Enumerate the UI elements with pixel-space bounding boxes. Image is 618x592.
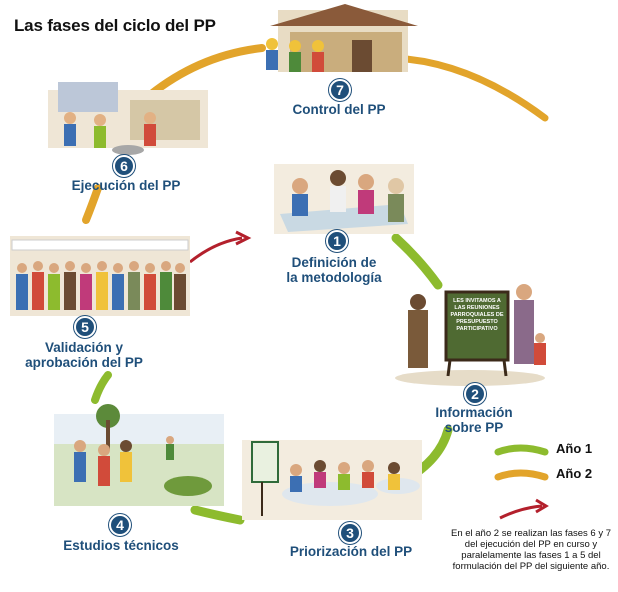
illustration-validacion bbox=[10, 236, 190, 316]
illustration-informacion bbox=[395, 284, 546, 386]
phase-6-label: Ejecución del PP bbox=[71, 178, 181, 193]
illustration-control bbox=[266, 4, 418, 72]
legend-swatch-year1 bbox=[494, 444, 549, 456]
phase-5-label: Validación y aprobación del PP bbox=[25, 340, 143, 370]
legend-swatch-year2 bbox=[494, 469, 549, 481]
phase-3-badge: 3 bbox=[339, 522, 361, 544]
arrow-red-cycle bbox=[189, 236, 243, 264]
phase-3-label: Priorización del PP bbox=[289, 544, 413, 559]
legend-arrow-swatch-head bbox=[535, 498, 549, 514]
arrow-red-cycle-head bbox=[235, 230, 252, 246]
arc-year2-top-right bbox=[391, 54, 549, 122]
diagram-title: Las fases del ciclo del PP bbox=[14, 16, 216, 35]
legend-year2-label: Año 2 bbox=[556, 466, 593, 481]
phase-2-label: Información sobre PP bbox=[435, 405, 513, 435]
phase-5-badge: 5 bbox=[74, 316, 96, 338]
arc-year1-1-2 bbox=[391, 233, 443, 290]
illustration-priorizacion bbox=[242, 440, 422, 520]
legend-year1: Año 1 bbox=[548, 441, 592, 456]
phase-7-label: Control del PP bbox=[292, 102, 386, 117]
illustration-ejecucion bbox=[48, 82, 208, 155]
arc-year2-left bbox=[82, 184, 102, 224]
phase-6-badge: 6 bbox=[113, 155, 135, 177]
legend-year2: Año 2 bbox=[548, 466, 592, 481]
phase-1-badge: 1 bbox=[326, 230, 348, 252]
arc-year1-4-5 bbox=[91, 371, 112, 404]
phase-4-label: Estudios técnicos bbox=[63, 538, 179, 553]
phase-1-label: Definición de la metodología bbox=[286, 255, 382, 285]
legend-arrow-swatch bbox=[499, 504, 543, 520]
board-text: LES INVITAMOS A LAS REUNIONES PARROQUIAL… bbox=[450, 298, 504, 332]
phase-7-badge: 7 bbox=[329, 79, 351, 101]
legend-year1-label: Año 1 bbox=[556, 441, 593, 456]
footnote: En el año 2 se realizan las fases 6 y 7 … bbox=[450, 528, 611, 572]
illustration-definicion bbox=[274, 164, 414, 234]
arc-year1-3-4 bbox=[190, 505, 245, 525]
illustration-estudios bbox=[54, 404, 224, 506]
arc-year2-top-left bbox=[146, 44, 266, 99]
phase-4-badge: 4 bbox=[109, 514, 131, 536]
phase-2-badge: 2 bbox=[464, 383, 486, 405]
